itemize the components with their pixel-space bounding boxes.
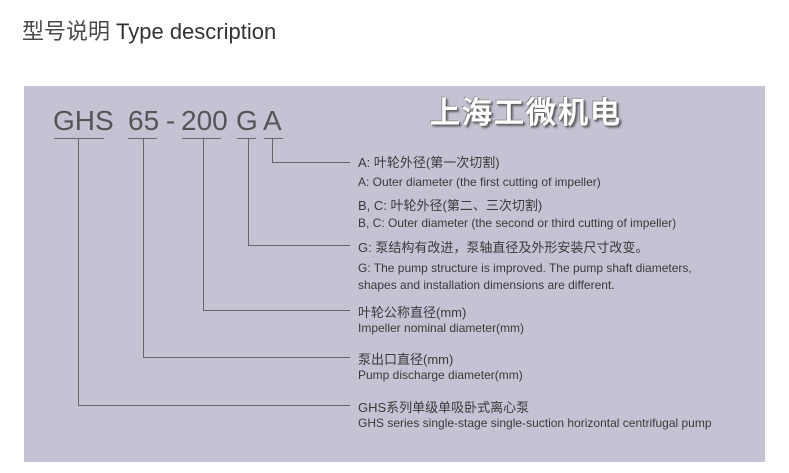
desc-a-zh: A: 叶轮外径(第一次切割) xyxy=(358,155,500,170)
desc-g-en2: shapes and installation dimensions are d… xyxy=(358,278,615,292)
desc-a-en: A: Outer diameter (the first cutting of … xyxy=(358,175,601,189)
desc-series-en: GHS series single-stage single-suction h… xyxy=(358,416,712,430)
leader-line xyxy=(203,310,350,311)
desc-g-en: G: The pump structure is improved. The p… xyxy=(358,261,692,275)
code-a: A xyxy=(263,105,282,136)
code-impeller: 200 xyxy=(181,105,228,136)
code-g: G xyxy=(236,105,258,136)
leader-line xyxy=(272,162,350,163)
desc-bc-zh: B, C: 叶轮外径(第二、三次切割) xyxy=(358,198,543,213)
leader-line xyxy=(143,357,350,358)
leader-line xyxy=(143,138,144,358)
watermark: 上海工微机电 xyxy=(430,96,622,131)
underline xyxy=(128,138,157,139)
desc-g-zh: G: 泵结构有改进，泵轴直径及外形安装尺寸改变。 xyxy=(358,240,649,255)
leader-line xyxy=(203,138,204,311)
desc-outlet-en: Pump discharge diameter(mm) xyxy=(358,368,523,382)
underline xyxy=(54,138,104,139)
title-zh: 型号说明 xyxy=(22,20,111,45)
leader-line xyxy=(248,138,249,246)
leader-line xyxy=(78,405,350,406)
code-dash: - xyxy=(166,105,176,136)
desc-bc-en: B, C: Outer diameter (the second or thir… xyxy=(358,216,677,230)
code-series: GHS xyxy=(53,105,114,136)
desc-impeller-zh: 叶轮公称直径(mm) xyxy=(358,305,467,320)
title-en: Type description xyxy=(116,19,277,44)
desc-series-zh: GHS系列单级单吸卧式离心泵 xyxy=(358,400,530,415)
desc-impeller-en: Impeller nominal diameter(mm) xyxy=(358,321,525,335)
leader-line xyxy=(272,138,273,163)
underline xyxy=(182,138,221,139)
type-panel xyxy=(24,86,765,462)
underline xyxy=(264,138,283,139)
code-outlet: 65 xyxy=(128,105,160,136)
leader-line xyxy=(248,245,350,246)
desc-outlet-zh: 泵出口直径(mm) xyxy=(358,352,454,367)
leader-line xyxy=(78,138,79,406)
underline xyxy=(237,138,256,139)
